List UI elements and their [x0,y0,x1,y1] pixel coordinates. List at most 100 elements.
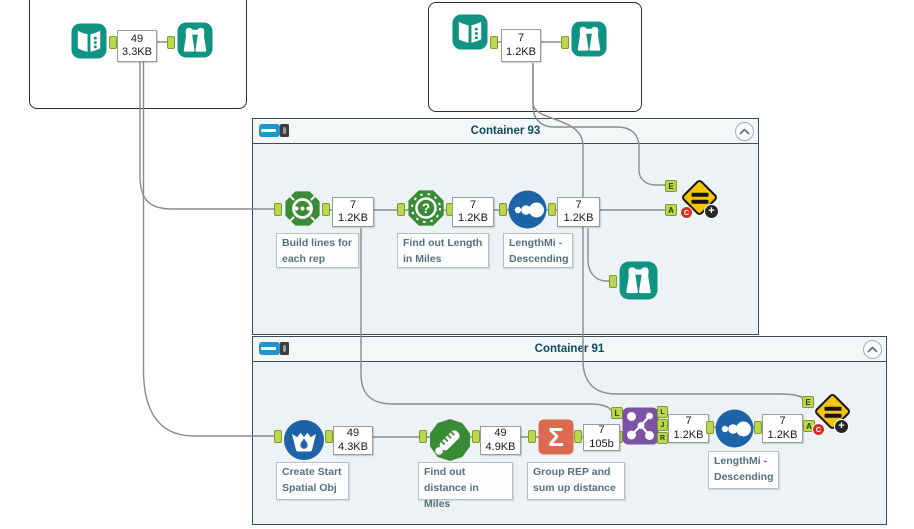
poly-build-icon [285,191,320,226]
input-anchor[interactable] [274,203,282,216]
tool-comment[interactable]: Group REP and sum up distance [527,462,625,500]
connection-annotation[interactable]: 49 4.3KB [333,426,373,455]
output-anchor[interactable] [472,430,480,443]
distance-icon [430,419,470,461]
toggle-knob-icon [280,342,289,355]
browse-tool[interactable] [571,21,607,57]
output-anchor[interactable] [574,430,582,443]
data-size: 4.3KB [338,440,368,453]
container-91-enable-toggle[interactable] [259,342,289,355]
input-data-tool[interactable] [452,14,488,50]
spatial-info-tool[interactable]: ? [406,188,446,228]
connection-wire[interactable] [360,228,615,413]
record-count: 7 [517,32,525,45]
crew-macro-badge: C [680,206,693,219]
join-tool[interactable] [622,407,659,445]
test-expected-anchor[interactable]: E [665,180,677,192]
record-count: 7 [349,198,357,211]
create-points-tool[interactable] [284,420,324,460]
join-join-output-anchor[interactable]: J [657,419,668,431]
output-anchor[interactable] [322,203,330,216]
data-size: 1.2KB [458,212,488,224]
crew-macro-badge: C [812,423,825,436]
sort-tool[interactable] [508,190,547,229]
summarize-tool[interactable]: Σ [538,419,574,455]
connection-wire[interactable] [532,63,807,402]
input-anchor[interactable] [419,430,427,443]
toggle-knob-icon [280,124,289,137]
output-anchor[interactable] [109,36,117,49]
question-glyph: ? [422,201,430,216]
tool-comment[interactable]: Create Start Spatial Obj [276,462,349,500]
chevron-up-icon [739,128,750,135]
sort-tool[interactable] [715,409,754,448]
input-data-tool[interactable] [71,23,107,59]
join-left-input-anchor[interactable]: L [611,407,623,419]
data-size: 105b [589,437,614,450]
record-count: 49 [130,32,144,45]
output-anchor[interactable] [325,430,333,443]
record-count: 7 [598,424,605,437]
browse-icon [571,21,607,57]
tool-comment[interactable]: LengthMi - Descending [708,451,779,489]
connection-annotation[interactable]: 7 1.2KB [452,197,494,227]
tool-comment[interactable]: Find out Length in Miles [397,233,489,268]
connection-wire[interactable] [587,228,611,282]
test-expected-anchor[interactable]: E [802,396,814,408]
distance-tool[interactable] [428,418,472,462]
record-count: 49 [346,427,360,440]
connection-annotation[interactable]: 49 3.3KB [117,30,157,62]
record-count: 7 [685,415,692,428]
tool-comment[interactable]: LengthMi - Descending [503,233,573,268]
input-anchor[interactable] [561,36,569,49]
data-size: 1.2KB [506,45,536,58]
toggle-switch-icon [259,342,280,355]
input-anchor[interactable] [528,430,536,443]
tool-comment[interactable]: Find out distance in Miles [418,462,513,510]
data-size: 1.2KB [673,428,704,441]
output-anchor[interactable] [754,421,762,434]
connection-annotation[interactable]: 7 1.2KB [332,197,374,227]
connection-annotation[interactable]: 7 1.2KB [668,414,709,443]
input-data-icon [452,14,488,50]
output-anchor[interactable] [490,36,498,49]
connection-annotation[interactable]: 7 1.2KB [762,414,803,443]
browse-tool[interactable] [177,22,213,58]
connection-wire[interactable] [142,62,277,437]
container-93-header[interactable]: Container 93 [253,119,758,144]
tool-comment[interactable]: Build lines for each rep [276,233,359,268]
container-93-enable-toggle[interactable] [259,124,289,137]
container-91-header[interactable]: Container 91 [253,337,886,362]
container-91-title: Container 91 [534,343,605,355]
equals-icon [691,192,709,204]
connection-wire[interactable] [532,63,666,186]
record-count: 7 [469,198,477,211]
poly-build-tool[interactable] [283,189,322,228]
input-anchor[interactable] [167,36,175,49]
spatial-info-icon: ? [408,190,444,226]
input-anchor[interactable] [274,430,282,443]
input-anchor[interactable] [609,275,617,288]
expect-equal-test-tool[interactable] [811,390,855,434]
join-left-output-anchor[interactable]: L [657,406,668,418]
chevron-up-icon [867,346,878,353]
test-actual-anchor[interactable]: A [665,204,677,216]
connection-annotation[interactable]: 7 1.2KB [557,197,600,227]
join-right-output-anchor[interactable]: R [657,432,668,444]
browse-tool[interactable] [619,261,658,300]
container-93-collapse-button[interactable] [735,122,754,141]
connection-annotation[interactable]: 7 1.2KB [501,29,541,62]
output-anchor[interactable] [548,203,556,216]
record-count: 7 [575,198,582,211]
connection-annotation[interactable]: 7 105b [583,424,620,451]
expect-equal-test-tool[interactable] [678,176,722,220]
connection-wire[interactable] [139,62,276,210]
summarize-icon: Σ [538,419,574,455]
connection-annotation[interactable]: 49 4.9KB [480,426,521,455]
input-anchor[interactable] [397,203,405,216]
input-anchor[interactable] [706,421,714,434]
container-91-collapse-button[interactable] [863,340,882,359]
data-size: 1.2KB [767,428,798,441]
input-anchor[interactable] [499,203,507,216]
